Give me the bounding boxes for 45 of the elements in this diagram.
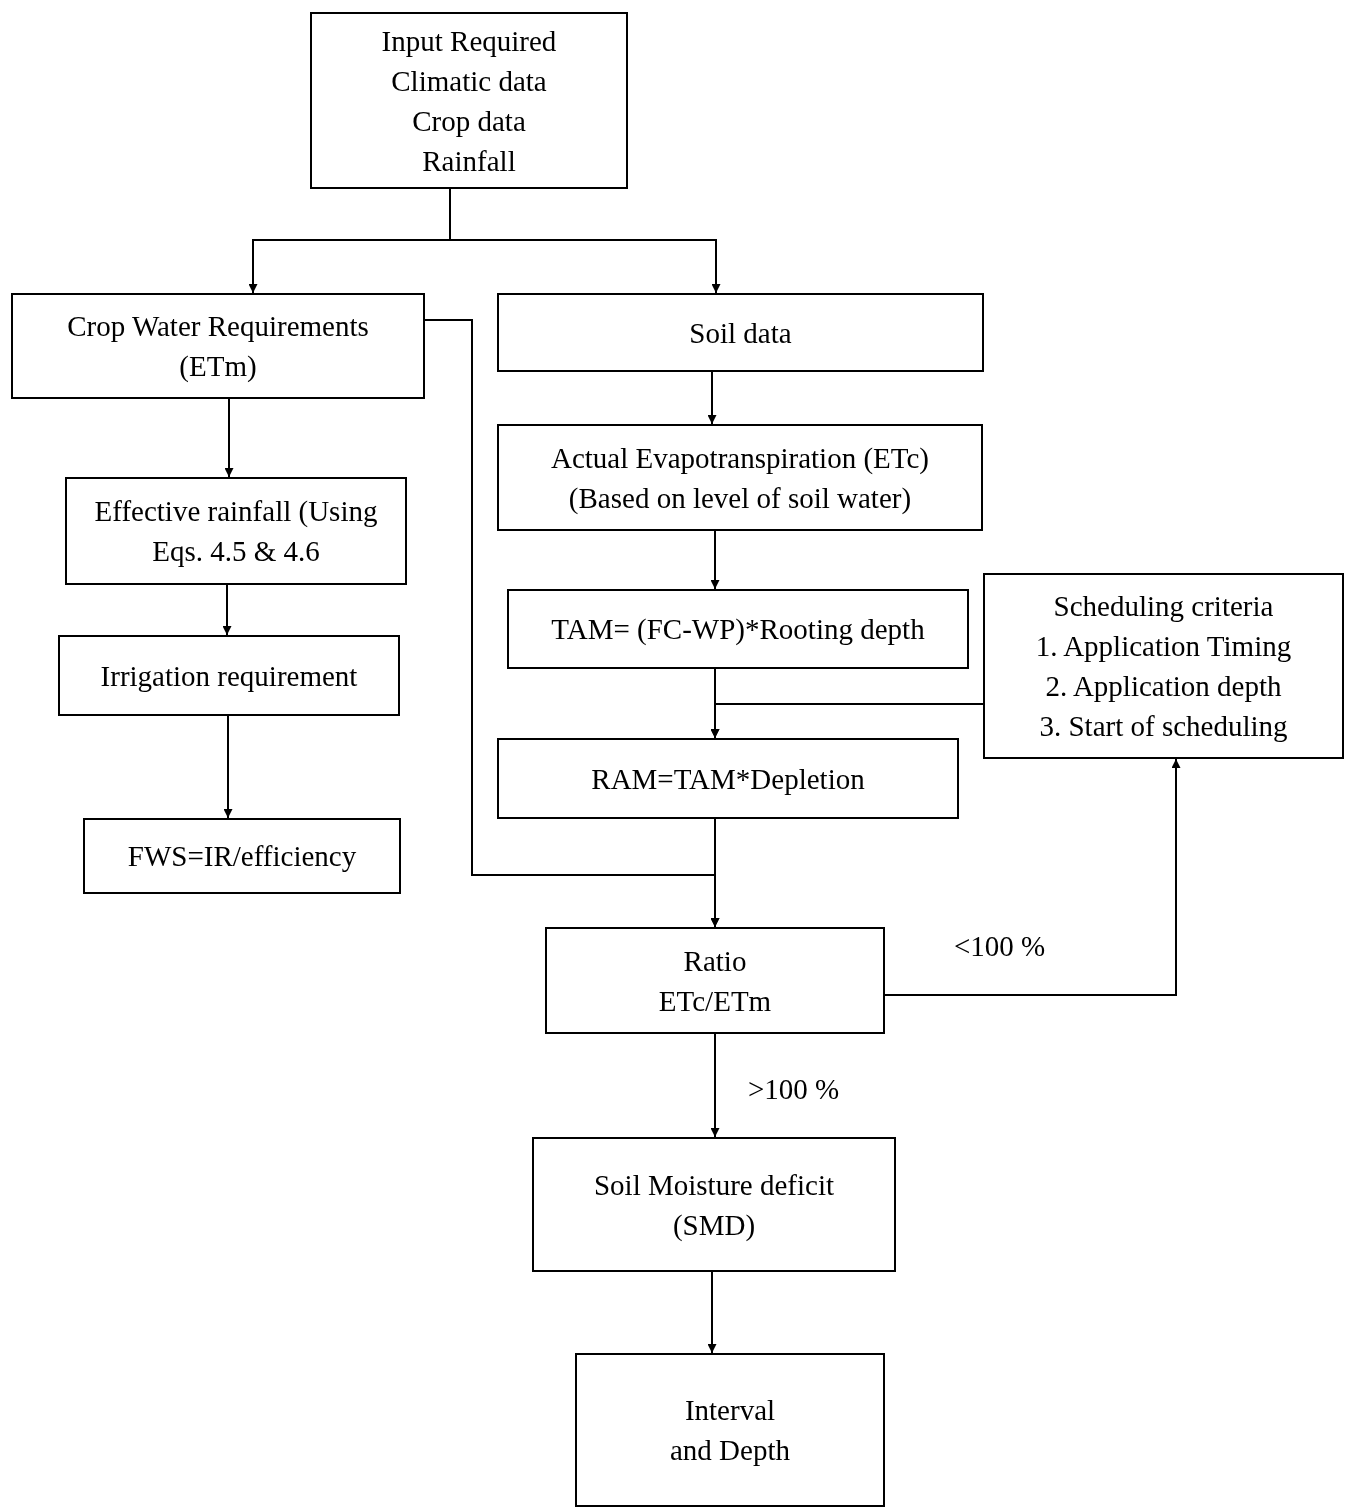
box-text: Crop data <box>412 103 526 139</box>
box-text: ETc/ETm <box>658 983 772 1019</box>
arrow <box>222 584 232 636</box>
process-box <box>532 1137 896 1272</box>
process-box <box>58 635 400 716</box>
box-text: Input Required <box>381 23 557 59</box>
arrow <box>224 398 234 478</box>
box-text: FWS=IR/efficiency <box>127 839 357 874</box>
arrow <box>707 371 717 425</box>
arrow <box>710 1033 720 1138</box>
process-box <box>575 1353 885 1507</box>
box-text: Interval and Depth <box>670 1393 790 1468</box>
process-box <box>497 424 983 531</box>
process-box <box>65 477 407 585</box>
box-text: Soil data <box>689 315 792 351</box>
process-box <box>11 293 425 399</box>
box-text: TAM= (FC-WP)*Rooting depth <box>551 612 925 647</box>
process-box <box>83 818 401 894</box>
box-text: Effective rainfall (Using Eqs. 4.5 & 4.6 <box>93 494 379 569</box>
process-box <box>983 573 1344 759</box>
box-text: 1. Application Timing <box>1035 629 1292 664</box>
box-text: Actual Evapotranspiration (ETc) <box>550 440 930 476</box>
process-box <box>497 293 984 372</box>
process-box <box>497 738 959 819</box>
arrow <box>710 818 720 928</box>
box-text: 2. Application depth <box>1045 669 1282 704</box>
box-text: Crop Water Requirements (ETm) <box>66 309 370 384</box>
box-text: Rainfall <box>422 143 516 179</box>
arrow <box>884 758 1181 996</box>
process-box <box>310 12 628 189</box>
box-text: Irrigation requirement <box>100 658 358 694</box>
box-text: (Based on level of soil water) <box>568 480 912 516</box>
box-text: 3. Start of scheduling <box>1039 709 1288 744</box>
process-box <box>545 927 885 1034</box>
arrow <box>710 703 984 739</box>
box-text: Scheduling criteria <box>1053 589 1274 624</box>
arrow <box>449 188 721 294</box>
arrow <box>710 530 720 590</box>
process-box <box>507 589 969 669</box>
box-text: Climatic data <box>391 63 547 99</box>
box-text: RAM=TAM*Depletion <box>591 761 865 797</box>
box-text: Ratio <box>683 943 747 979</box>
box-text: Soil Moisture deficit (SMD) <box>593 1167 835 1243</box>
arrow <box>223 715 233 819</box>
arrow <box>707 1271 717 1354</box>
